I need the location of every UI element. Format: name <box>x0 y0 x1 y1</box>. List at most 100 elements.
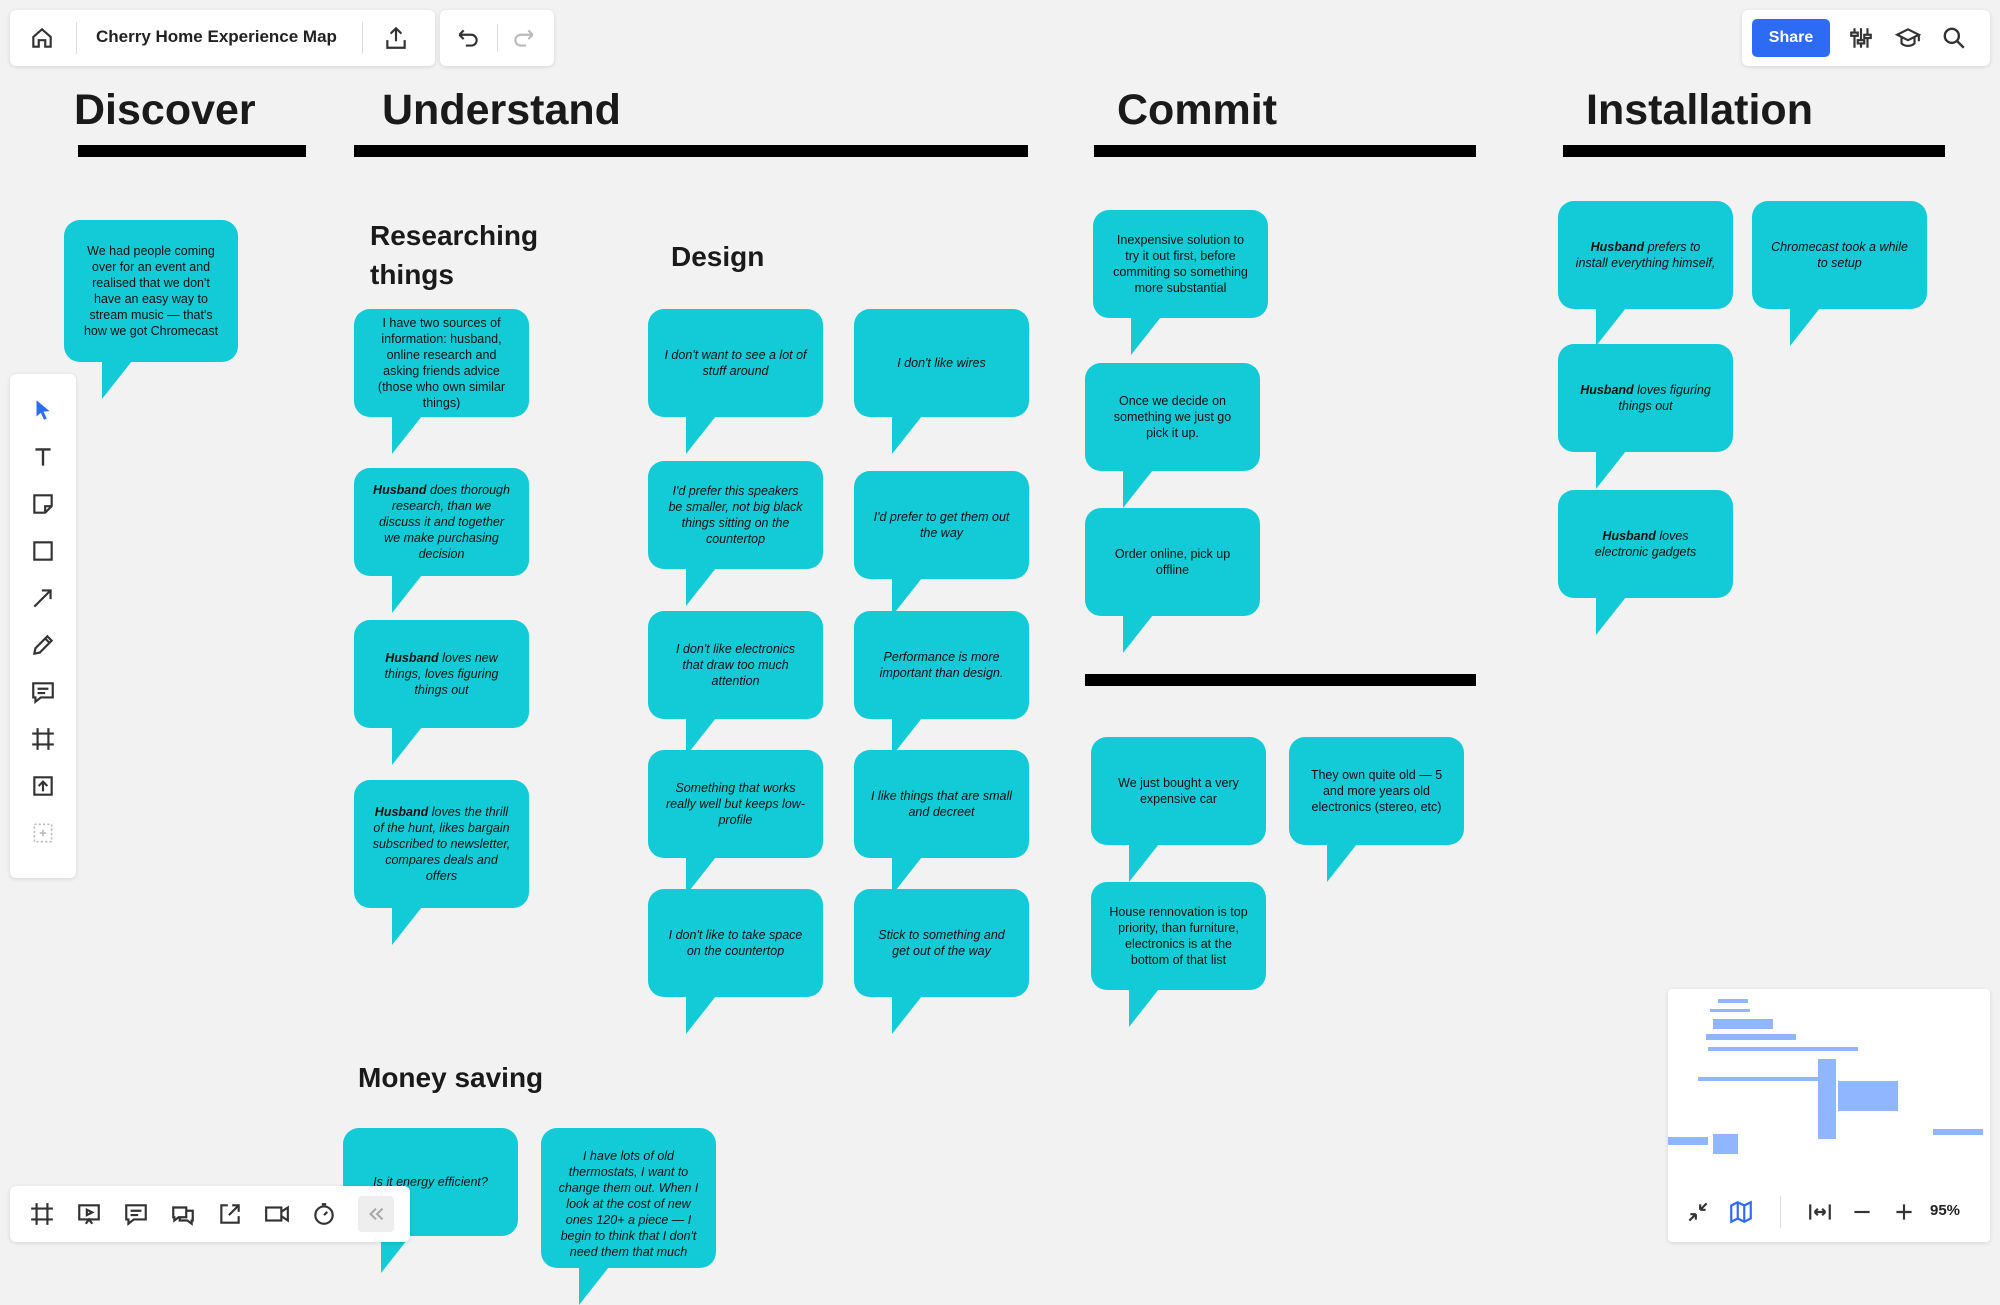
divider <box>497 24 498 52</box>
note-bubble[interactable]: Husband does thorough research, than we … <box>354 468 529 613</box>
home-icon[interactable] <box>24 20 60 56</box>
note-text: I have two sources of information: husba… <box>377 316 506 410</box>
note-bubble[interactable]: Inexpensive solution to try it out first… <box>1093 210 1268 355</box>
note-text: I'd prefer this speakers be smaller, not… <box>668 484 803 546</box>
note-bubble[interactable]: I like things that are small and decreet <box>854 750 1029 895</box>
fit-width-icon[interactable] <box>1802 1194 1838 1230</box>
note-bubble[interactable]: Something that works really well but kee… <box>648 750 823 895</box>
top-right-panel: Share <box>1742 10 1990 66</box>
board-title[interactable]: Cherry Home Experience Map <box>96 27 337 46</box>
note-emphasis: Husband <box>1590 240 1645 254</box>
note-bubble[interactable]: They own quite old — 5 and more years ol… <box>1289 737 1464 882</box>
history-panel <box>440 10 554 66</box>
note-text: Chromecast took a while to setup <box>1771 240 1908 270</box>
note-bubble[interactable]: Once we decide on something we just go p… <box>1085 363 1260 508</box>
note-text: Stick to something and get out of the wa… <box>878 928 1005 958</box>
redo-icon[interactable] <box>506 20 542 56</box>
chat-icon[interactable] <box>165 1196 201 1232</box>
pen-icon[interactable] <box>25 627 61 663</box>
note-emphasis: Husband <box>373 483 427 497</box>
note-emphasis: Husband <box>1580 383 1634 397</box>
frame-icon[interactable] <box>25 721 61 757</box>
section-divider <box>78 145 306 157</box>
undo-icon[interactable] <box>450 20 486 56</box>
note-bubble[interactable]: Order online, pick up offline <box>1085 508 1260 653</box>
note-bubble[interactable]: I have lots of old thermostats, I want t… <box>541 1128 716 1305</box>
section-heading-understand[interactable]: Understand <box>382 86 621 134</box>
upload-icon[interactable] <box>378 20 414 56</box>
note-text: We just bought a very expensive car <box>1118 776 1239 806</box>
plus-icon[interactable] <box>1886 1194 1922 1230</box>
note-text: I like things that are small and decreet <box>870 789 1013 819</box>
subheading-researching[interactable]: Researching things <box>370 220 539 290</box>
note-bubble[interactable]: Husband loves figuring things out <box>1558 344 1733 489</box>
minimap-canvas[interactable] <box>1668 989 1990 1179</box>
note-text: I don't like to take space on the counte… <box>668 928 803 958</box>
section-heading-commit[interactable]: Commit <box>1117 86 1278 134</box>
note-text: Husband loves electronic gadgets <box>1574 528 1717 560</box>
comment-icon[interactable] <box>25 674 61 710</box>
fit-screen-icon[interactable] <box>1680 1194 1716 1230</box>
note-rest: loves electronic gadgets <box>1594 529 1697 559</box>
note-text: Husband loves figuring things out <box>1574 382 1717 414</box>
map-icon[interactable] <box>1723 1194 1759 1230</box>
add-more-icon[interactable] <box>25 815 61 851</box>
share-button[interactable]: Share <box>1752 19 1830 57</box>
rectangle-icon[interactable] <box>25 533 61 569</box>
minus-icon[interactable] <box>1844 1194 1880 1230</box>
note-text: I don't like wires <box>897 356 986 370</box>
note-bubble[interactable]: Husband loves the thrill of the hunt, li… <box>354 780 529 945</box>
note-emphasis: Husband <box>374 805 429 819</box>
note-bubble[interactable]: I'd prefer to get them out the way <box>854 471 1029 616</box>
section-heading-discover[interactable]: Discover <box>74 86 256 134</box>
note-bubble[interactable]: We had people coming over for an event a… <box>64 220 238 399</box>
list-icon[interactable] <box>118 1196 154 1232</box>
timer-icon[interactable] <box>306 1196 342 1232</box>
section-divider <box>1563 145 1945 157</box>
section-divider <box>1094 145 1476 157</box>
note-text: Husband loves the thrill of the hunt, li… <box>370 804 513 884</box>
note-bubble[interactable]: I'd prefer this speakers be smaller, not… <box>648 461 823 606</box>
note-bubble[interactable]: I don't like electronics that draw too m… <box>648 611 823 756</box>
presentation-icon[interactable] <box>71 1196 107 1232</box>
note-text: Order online, pick up offline <box>1114 547 1231 577</box>
text-icon[interactable] <box>25 439 61 475</box>
note-bubble[interactable]: Husband loves electronic gadgets <box>1558 490 1733 635</box>
sliders-icon[interactable] <box>1843 20 1879 56</box>
divider <box>362 22 363 54</box>
note-bubble[interactable]: We just bought a very expensive car <box>1091 737 1266 882</box>
note-bubble[interactable]: Stick to something and get out of the wa… <box>854 889 1029 1034</box>
arrow-line-icon[interactable] <box>25 580 61 616</box>
note-bubble[interactable]: I don't like to take space on the counte… <box>648 889 823 1034</box>
top-left-panel: Cherry Home Experience Map <box>10 10 435 66</box>
note-bubble[interactable]: I don't want to see a lot of stuff aroun… <box>648 309 823 454</box>
subheading-money-saving[interactable]: Money saving <box>358 1062 544 1093</box>
frames-icon[interactable] <box>24 1196 60 1232</box>
section-heading-installation[interactable]: Installation <box>1586 86 1813 134</box>
note-bubble[interactable]: House rennovation is top priority, than … <box>1091 882 1266 1027</box>
note-bubble[interactable]: I have two sources of information: husba… <box>354 309 529 454</box>
share-screen-icon[interactable] <box>212 1196 248 1232</box>
note-emphasis: Husband <box>1602 529 1656 543</box>
note-bubble[interactable]: I don't like wires <box>854 309 1029 454</box>
sticky-note-icon[interactable] <box>25 486 61 522</box>
note-text: They own quite old — 5 and more years ol… <box>1310 768 1443 814</box>
left-toolbar <box>10 374 76 878</box>
upload-icon[interactable] <box>25 768 61 804</box>
collapse-icon[interactable] <box>358 1196 394 1232</box>
subheading-design[interactable]: Design <box>671 241 765 272</box>
zoom-level[interactable]: 95% <box>1930 1202 1961 1219</box>
note-bubble[interactable]: Husband loves new things, loves figuring… <box>354 620 529 765</box>
select-icon[interactable] <box>25 392 61 428</box>
graduation-cap-icon[interactable] <box>1890 20 1926 56</box>
note-emphasis: Husband <box>385 651 439 665</box>
note-text: Is it energy efficient? <box>373 1175 488 1189</box>
video-icon[interactable] <box>259 1196 295 1232</box>
note-text: I have lots of old thermostats, I want t… <box>558 1149 699 1259</box>
note-text: Husband does thorough research, than we … <box>370 482 513 562</box>
note-bubble[interactable]: Husband prefers to install everything hi… <box>1558 201 1733 346</box>
note-text: House rennovation is top priority, than … <box>1109 905 1248 967</box>
note-bubble[interactable]: Chromecast took a while to setup <box>1752 201 1927 346</box>
search-icon[interactable] <box>1936 20 1972 56</box>
note-bubble[interactable]: Performance is more important than desig… <box>854 611 1029 756</box>
